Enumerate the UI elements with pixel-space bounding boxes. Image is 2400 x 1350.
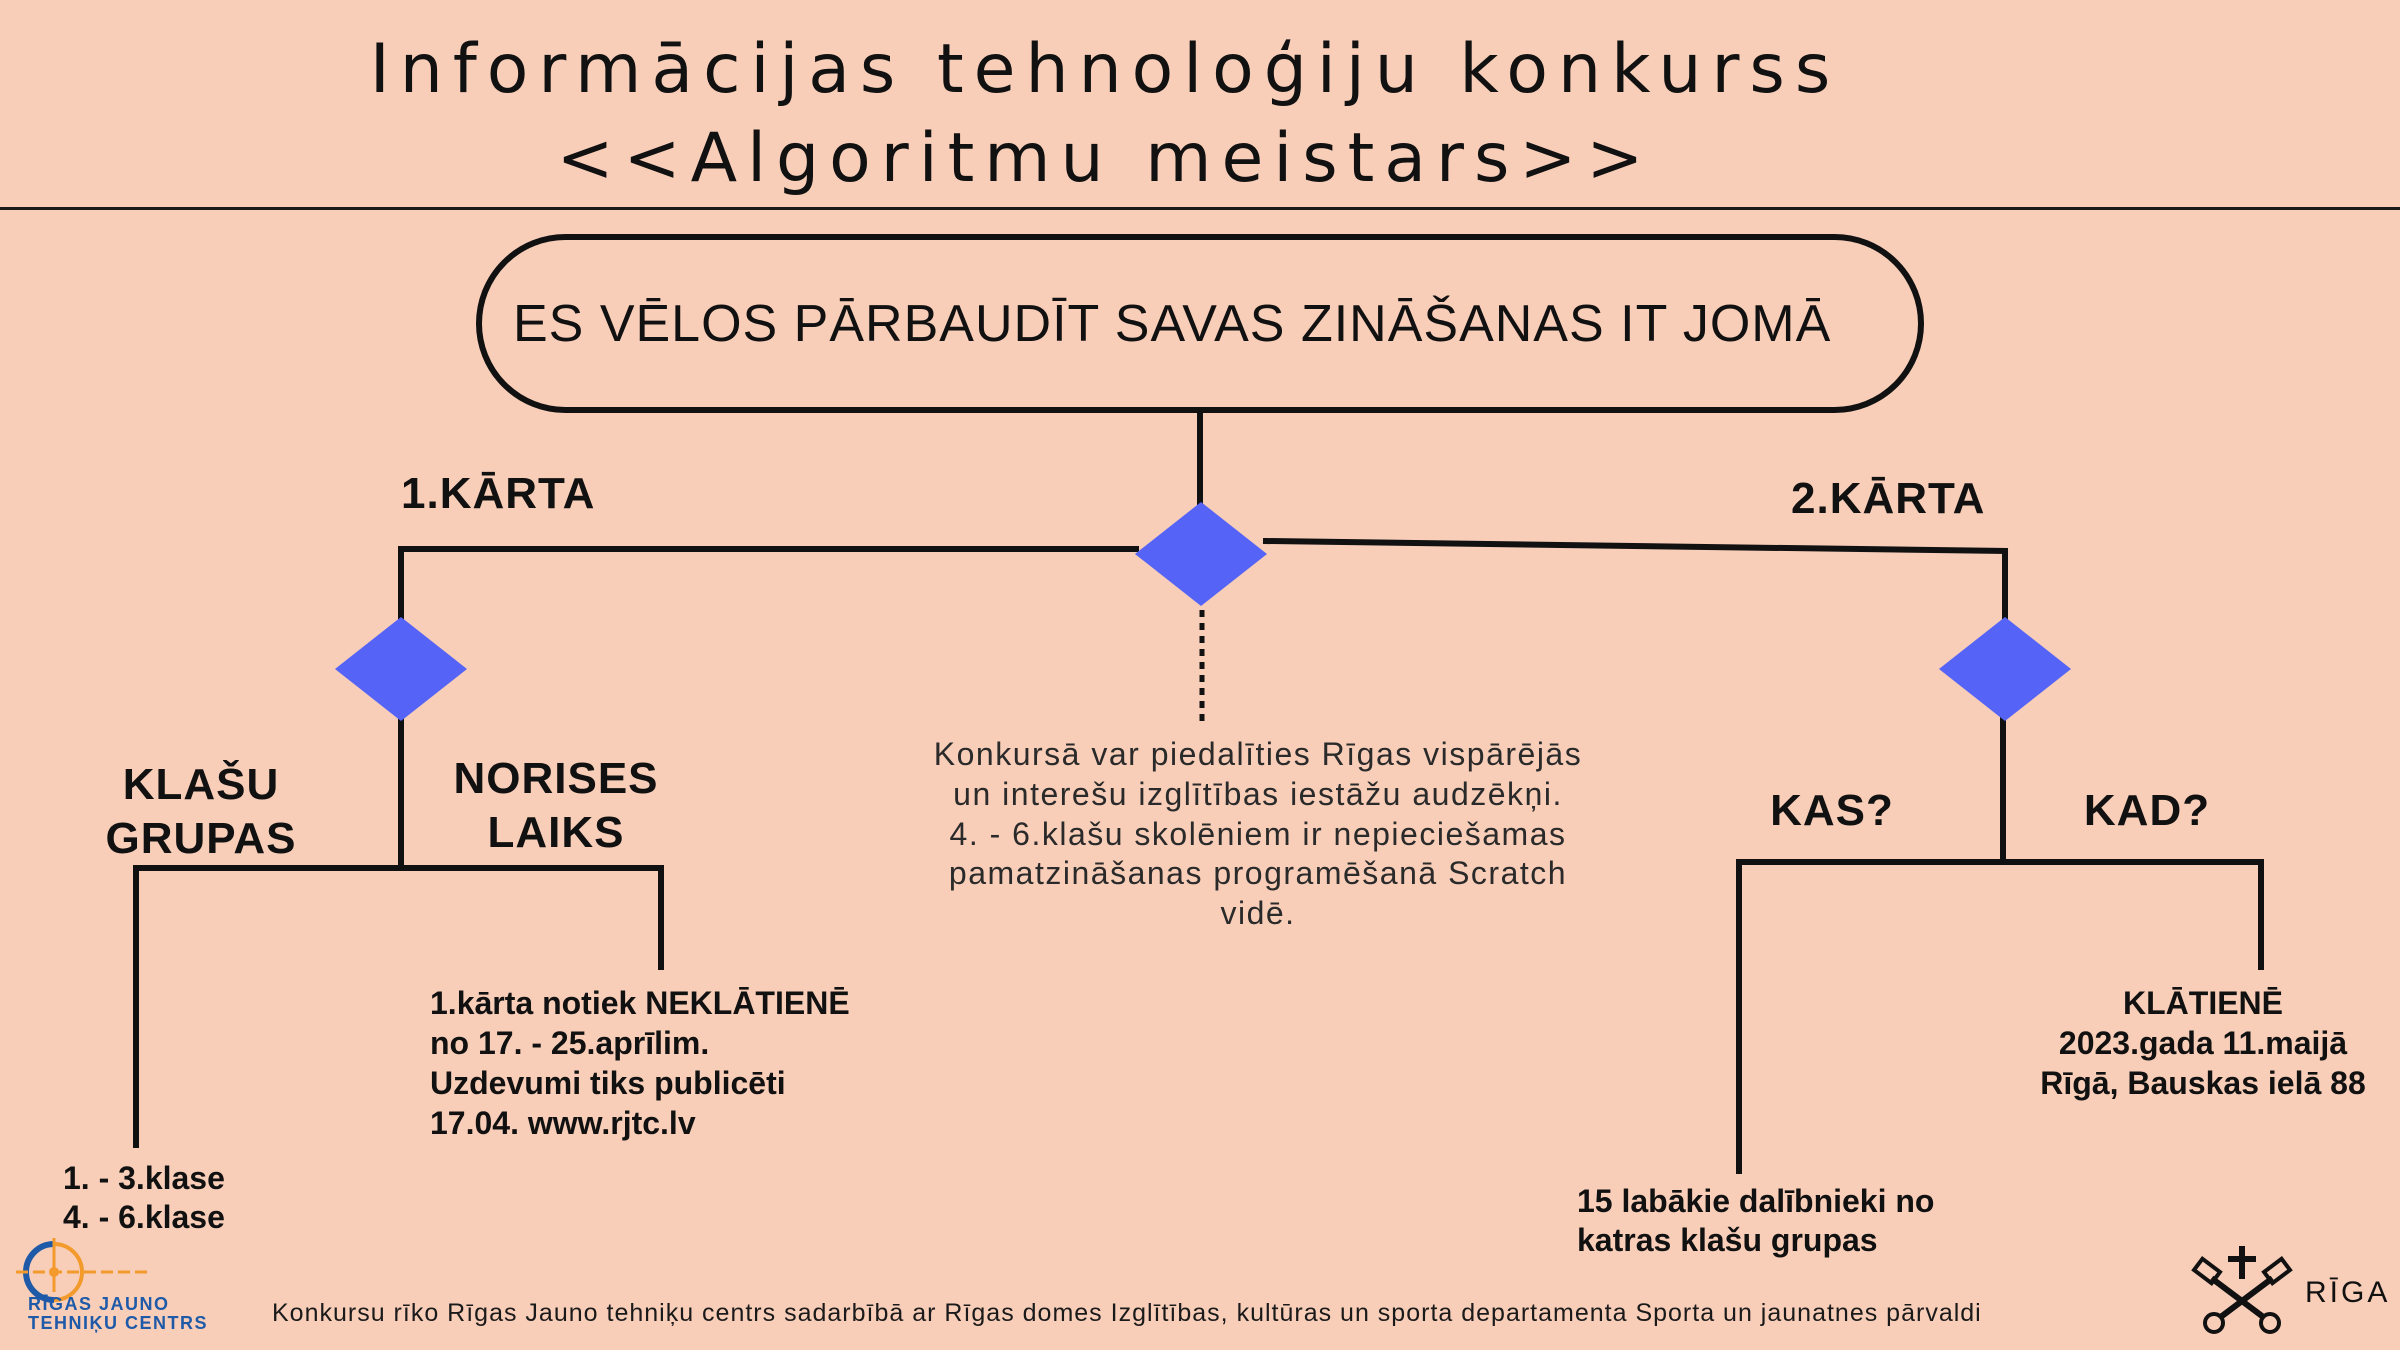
title-divider xyxy=(0,207,2400,210)
who-line: 15 labākie dalībnieki no xyxy=(1577,1183,1935,1219)
schedule-heading-line-2: LAIKS xyxy=(487,808,625,857)
title-line-2: <<Algoritmu meistars>> xyxy=(556,119,1654,198)
main-statement-box: ES VĒLOS PĀRBAUDĪT SAVAS ZINĀŠANAS IT JO… xyxy=(476,234,1924,413)
eligibility-line: 4. - 6.klašu skolēniem ir nepieciešamas xyxy=(949,815,1567,852)
schedule-line: 17.04. www.rjtc.lv xyxy=(430,1105,696,1141)
eligibility-line: un interešu izglītības iestāžu audzēkņi. xyxy=(953,775,1563,812)
key-bit-left xyxy=(2191,1255,2223,1287)
class-group-item: 1. - 3.klase xyxy=(63,1160,225,1196)
round-2-label: 2.KĀRTA xyxy=(1791,474,1986,523)
key-shaft-left xyxy=(2209,1275,2267,1321)
key-shaft-right xyxy=(2217,1275,2275,1321)
who-details: 15 labākie dalībnieki no katras klašu gr… xyxy=(1577,1182,1934,1260)
who-line: katras klašu grupas xyxy=(1577,1222,1878,1258)
class-groups-heading: KLAŠU GRUPAS xyxy=(51,758,351,866)
rjtc-logo-line-2: TEHNIĶU CENTRS xyxy=(28,1313,209,1333)
when-line: KLĀTIENĒ xyxy=(2123,985,2283,1021)
center-decision-diamond xyxy=(1135,502,1267,606)
round-1-decision-diamond xyxy=(335,617,467,721)
organizer-text: Konkursu rīko Rīgas Jauno tehniķu centrs… xyxy=(272,1299,1982,1327)
eligibility-line: Konkursā var piedalīties Rīgas vispārējā… xyxy=(933,736,1583,772)
eligibility-paragraph: Konkursā var piedalīties Rīgas vispārējā… xyxy=(878,735,1638,934)
key-bit-right xyxy=(2261,1255,2293,1287)
rjtc-logo-line-1: RĪGAS JAUNO xyxy=(28,1294,170,1314)
key-bow-left xyxy=(2203,1312,2225,1334)
who-heading: KAS? xyxy=(1770,786,1894,835)
riga-crossed-keys-icon xyxy=(2191,1246,2293,1334)
when-details: KLĀTIENĒ 2023.gada 11.maijā Rīgā, Bauska… xyxy=(2013,983,2393,1103)
class-groups-heading-line-1: KLAŠU xyxy=(122,760,280,809)
when-line: 2023.gada 11.maijā xyxy=(2058,1025,2348,1061)
riga-logo-text: RĪGA xyxy=(2305,1276,2391,1309)
schedule-details: 1.kārta notiek NEKLĀTIENĒ no 17. - 25.ap… xyxy=(430,983,850,1143)
eligibility-line: vidē. xyxy=(1220,895,1296,931)
when-heading: KAD? xyxy=(2083,786,2211,835)
schedule-heading-line-1: NORISES xyxy=(453,754,659,803)
main-statement-text: ES VĒLOS PĀRBAUDĪT SAVAS ZINĀŠANAS IT JO… xyxy=(513,294,1832,353)
class-groups-list: 1. - 3.klase 4. - 6.klase xyxy=(63,1159,225,1237)
round-2-decision-diamond xyxy=(1939,617,2071,721)
schedule-line: 1.kārta notiek NEKLĀTIENĒ xyxy=(430,985,850,1021)
poster-title: Informācijas tehnoloģiju konkurss <<Algo… xyxy=(0,25,2210,203)
logo-center-dot xyxy=(49,1267,59,1277)
when-line: Rīgā, Bauskas ielā 88 xyxy=(2040,1065,2366,1101)
class-group-item: 4. - 6.klase xyxy=(63,1199,225,1235)
rjtc-logo-text: RĪGAS JAUNO TEHNIĶU CENTRS xyxy=(28,1295,208,1333)
title-line-1: Informācijas tehnoloģiju konkurss xyxy=(369,30,1841,109)
round-1-label: 1.KĀRTA xyxy=(401,469,596,518)
key-bow-right xyxy=(2259,1312,2281,1334)
class-groups-heading-line-2: GRUPAS xyxy=(105,814,297,863)
schedule-line: no 17. - 25.aprīlim. xyxy=(430,1025,710,1061)
eligibility-line: pamatzināšanas programēšanā Scratch xyxy=(948,855,1568,892)
schedule-heading: NORISES LAIKS xyxy=(406,752,706,860)
branch-line-round-2 xyxy=(1262,537,2009,555)
schedule-line: Uzdevumi tiks publicēti xyxy=(430,1065,786,1101)
rjtc-crosshair-logo-icon xyxy=(16,1238,152,1303)
